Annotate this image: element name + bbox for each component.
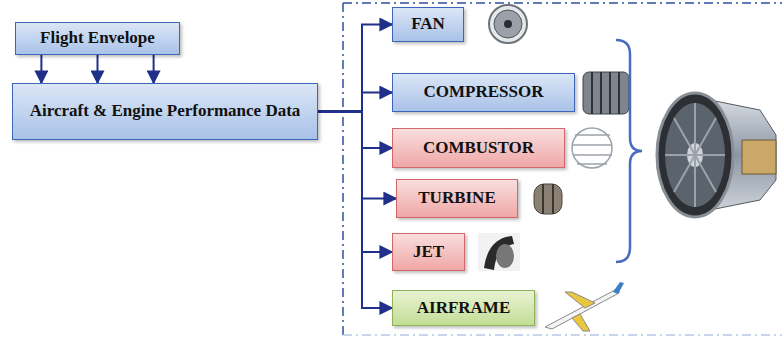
box-label: Flight Envelope	[40, 28, 155, 48]
turbine-icon	[534, 184, 562, 214]
box-label: COMPRESSOR	[424, 82, 544, 102]
flow-arrow	[318, 112, 392, 149]
region-border	[343, 2, 782, 4]
process-box: COMBUSTOR	[392, 128, 565, 168]
box-label: COMBUSTOR	[423, 138, 534, 158]
process-box: Aircraft & Engine Performance Data	[12, 83, 318, 140]
group-brace	[616, 40, 642, 262]
process-box: JET	[392, 233, 465, 271]
process-box: TURBINE	[396, 179, 518, 218]
flow-arrow	[97, 55, 99, 83]
flow-arrow	[318, 25, 392, 112]
flow-arrow	[318, 112, 392, 253]
box-label: TURBINE	[418, 188, 495, 208]
process-box: FAN	[392, 7, 464, 42]
compressor-icon	[583, 72, 629, 114]
flow-arrow	[40, 55, 42, 83]
region-border	[343, 334, 782, 336]
combustor-icon	[572, 128, 612, 168]
box-label: Aircraft & Engine Performance Data	[30, 101, 301, 121]
region-border	[342, 3, 344, 336]
flow-arrow	[318, 93, 392, 112]
box-label: JET	[413, 242, 444, 262]
flow-arrow	[318, 112, 392, 309]
jet-icon	[478, 233, 520, 271]
box-label: AIRFRAME	[417, 298, 511, 318]
process-box: COMPRESSOR	[392, 73, 575, 112]
engine-illustration	[657, 93, 776, 217]
fan-icon	[489, 5, 527, 43]
flow-arrow	[153, 55, 155, 83]
flow-arrow	[318, 112, 396, 199]
airplane-icon	[545, 282, 624, 331]
process-box: AIRFRAME	[392, 290, 535, 326]
box-label: FAN	[411, 14, 445, 34]
process-box: Flight Envelope	[15, 22, 180, 55]
